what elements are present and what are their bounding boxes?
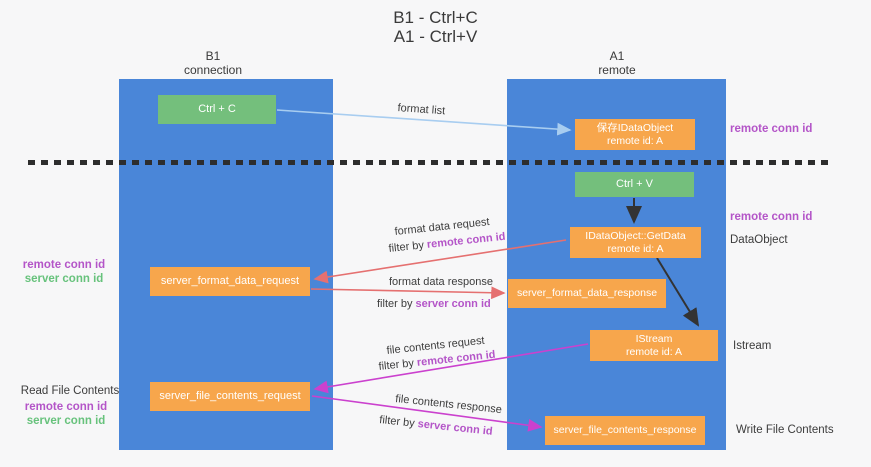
filter-by-text: filter by <box>388 239 425 255</box>
left-column-role: connection <box>183 63 243 77</box>
server-conn-id-text: server conn id <box>415 298 491 310</box>
node-save-idataobject: 保存IDataObject remote id: A <box>575 119 695 150</box>
side-label-server-conn-id-left-bottom: server conn id <box>26 415 106 427</box>
node-server-format-data-request-label: server_format_data_request <box>160 275 300 287</box>
node-getdata-line2: remote id: A <box>607 242 664 255</box>
arrow-format-data-response <box>310 286 506 300</box>
label-filter-format-response: filter by server conn id <box>377 298 491 310</box>
node-server-format-data-request: server_format_data_request <box>150 267 310 296</box>
phase-separator-dashed-line <box>28 160 830 165</box>
title-line-1: B1 - Ctrl+C <box>393 8 478 27</box>
node-server-file-contents-request-label: server_file_contents_request <box>159 390 301 402</box>
side-label-remote-conn-id-left-mid: remote conn id <box>22 259 106 271</box>
left-column-name: B1 <box>205 49 221 63</box>
filter-by-text: filter by <box>378 414 416 430</box>
filter-by-text: filter by <box>378 357 415 373</box>
side-label-remote-conn-id-mid: remote conn id <box>730 211 813 223</box>
node-server-format-data-response: server_format_data_response <box>508 279 666 308</box>
node-istream-line2: remote id: A <box>625 345 683 358</box>
node-ctrl-c: Ctrl + C <box>158 95 276 124</box>
side-label-write-file-contents: Write File Contents <box>736 424 834 436</box>
node-save-idataobject-line1: 保存IDataObject <box>596 121 674 134</box>
node-server-file-contents-request: server_file_contents_request <box>150 382 310 411</box>
label-file-contents-response: file contents response <box>394 393 503 417</box>
title-line-2: A1 - Ctrl+V <box>393 27 478 46</box>
server-conn-id-text: server conn id <box>417 418 494 438</box>
side-label-istream: Istream <box>733 340 772 352</box>
right-column-name: A1 <box>609 49 625 63</box>
node-server-format-data-response-label: server_format_data_response <box>516 287 658 299</box>
filter-by-text: filter by <box>377 298 413 310</box>
diagram-title: B1 - Ctrl+C A1 - Ctrl+V <box>0 8 871 46</box>
side-label-read-file-contents: Read File Contents <box>20 385 120 397</box>
node-istream-line1: IStream <box>635 332 673 345</box>
label-format-list: format list <box>397 102 446 118</box>
side-label-server-conn-id-left-mid: server conn id <box>24 273 104 285</box>
node-istream: IStream remote id: A <box>590 330 718 361</box>
side-label-remote-conn-id-left-bottom: remote conn id <box>24 401 108 413</box>
node-ctrl-c-label: Ctrl + C <box>198 103 236 115</box>
node-getdata-line1: IDataObject::GetData <box>585 229 686 242</box>
node-server-file-contents-response-label: server_file_contents_response <box>553 424 697 436</box>
node-idataobject-getdata: IDataObject::GetData remote id: A <box>570 227 701 258</box>
label-filter-file-response: filter by server conn id <box>379 414 493 438</box>
side-label-remote-conn-id-top: remote conn id <box>730 123 813 135</box>
node-ctrl-v: Ctrl + V <box>575 172 694 197</box>
side-label-dataobject: DataObject <box>730 234 788 246</box>
remote-conn-id-text: remote conn id <box>426 230 506 251</box>
right-column-role: remote <box>598 63 636 77</box>
node-ctrl-v-label: Ctrl + V <box>616 178 653 190</box>
node-server-file-contents-response: server_file_contents_response <box>545 416 705 445</box>
right-column-header: A1 remote <box>557 49 677 77</box>
label-format-data-response: format data response <box>389 276 493 288</box>
left-column-header: B1 connection <box>153 49 273 77</box>
node-save-idataobject-line2: remote id: A <box>606 134 664 147</box>
